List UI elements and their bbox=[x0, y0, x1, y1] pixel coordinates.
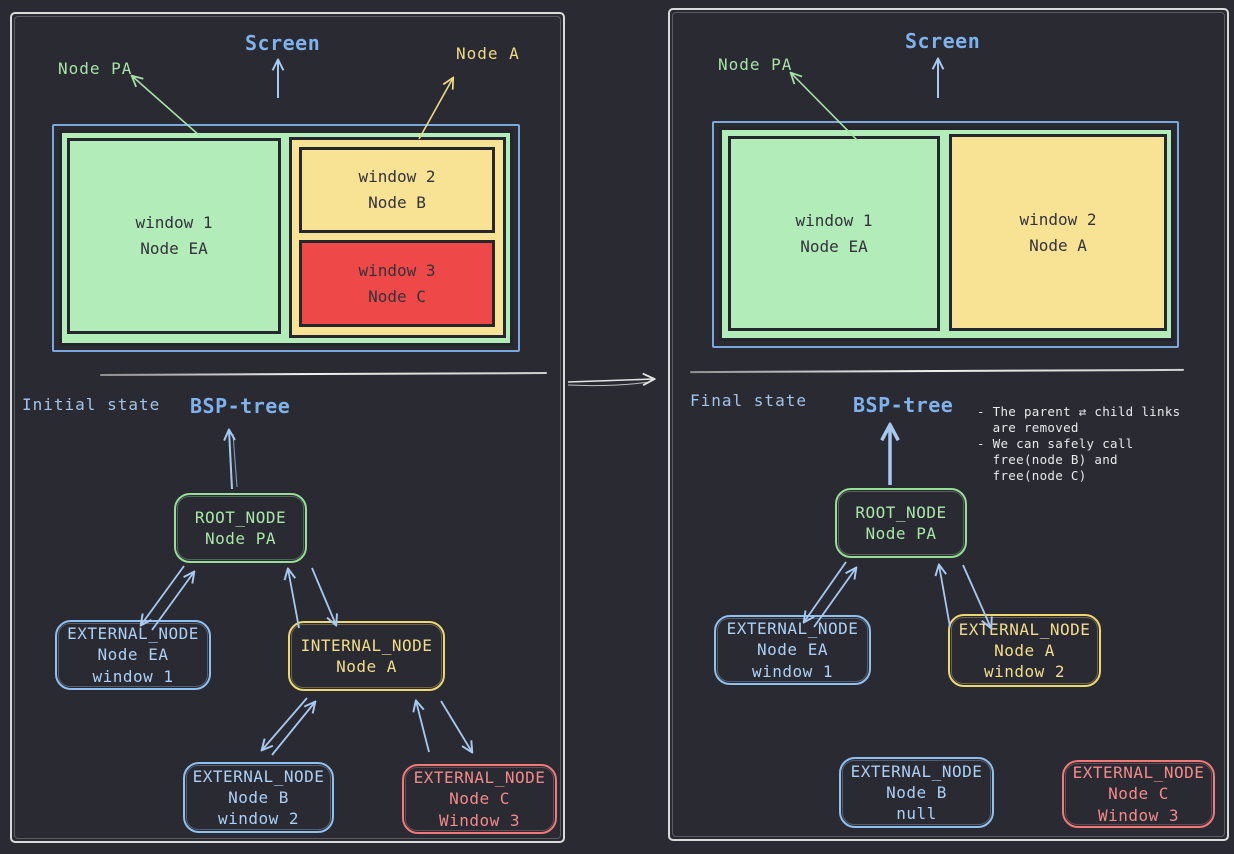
external-ea-right-type: EXTERNAL_NODE bbox=[726, 619, 859, 639]
external-b-detached-id: Node B bbox=[886, 782, 947, 802]
root-node-left: ROOT_NODE Node PA bbox=[174, 493, 307, 563]
external-c-detached-id: Node C bbox=[1108, 784, 1169, 804]
window-1-node: Node EA bbox=[140, 239, 208, 258]
transition-arrow-sketch bbox=[567, 381, 651, 387]
internal-a-id: Node A bbox=[336, 657, 397, 676]
root-node-right-id: Node PA bbox=[865, 524, 937, 543]
external-ea-left-id: Node EA bbox=[97, 645, 169, 665]
root-node-left-type: ROOT_NODE bbox=[194, 507, 287, 527]
external-node-ea-right: EXTERNAL_NODE Node EA window 1 bbox=[714, 615, 871, 685]
root-node-left-id: Node PA bbox=[205, 529, 276, 548]
window-3-title: window 3 bbox=[358, 260, 436, 280]
internal-a-type: INTERNAL_NODE bbox=[300, 635, 433, 655]
external-ea-left-window: window 1 bbox=[92, 666, 174, 686]
bsp-tree-title-right: BSP-tree bbox=[853, 393, 954, 417]
external-a-right-window: window 2 bbox=[983, 662, 1066, 682]
screen-rect-left bbox=[52, 124, 520, 352]
transition-arrow bbox=[567, 379, 654, 382]
internal-node-a-left: INTERNAL_NODE Node A bbox=[288, 621, 445, 691]
root-node-right-type: ROOT_NODE bbox=[855, 502, 947, 522]
window-2-title: window 2 bbox=[358, 167, 436, 187]
screen-title-right: Screen bbox=[905, 29, 981, 53]
external-node-a-right: EXTERNAL_NODE Node A window 2 bbox=[948, 614, 1101, 687]
window-3-node: Node C bbox=[368, 286, 426, 306]
external-node-c-detached: EXTERNAL_NODE Node C Window 3 bbox=[1062, 760, 1215, 828]
external-ea-left-type: EXTERNAL_NODE bbox=[67, 624, 199, 644]
external-b-left-window: window 2 bbox=[217, 809, 300, 829]
window-1-right-title: window 1 bbox=[795, 210, 873, 230]
window-2-left: window 2 Node B bbox=[299, 147, 495, 233]
final-state-label: Final state bbox=[690, 391, 807, 410]
window-3-left: window 3 Node C bbox=[299, 240, 495, 327]
window-1-title: window 1 bbox=[135, 213, 213, 233]
external-c-left-window: Window 3 bbox=[438, 810, 521, 830]
external-a-right-type: EXTERNAL_NODE bbox=[958, 619, 1091, 639]
initial-state-panel bbox=[10, 12, 565, 843]
window-2-right-title: window 2 bbox=[1019, 209, 1097, 229]
window-2-right-node: Node A bbox=[1029, 235, 1087, 255]
external-node-b-left: EXTERNAL_NODE Node B window 2 bbox=[183, 762, 334, 833]
window-2-node: Node B bbox=[368, 193, 426, 212]
external-b-detached-type: EXTERNAL_NODE bbox=[850, 761, 983, 781]
node-pa-label-right: Node PA bbox=[718, 55, 793, 74]
bsp-tree-title-left: BSP-tree bbox=[190, 394, 291, 418]
window-1-right: window 1 Node EA bbox=[728, 136, 940, 331]
external-c-left-type: EXTERNAL_NODE bbox=[413, 768, 546, 788]
external-c-detached-window: Window 3 bbox=[1097, 805, 1180, 825]
final-state-panel bbox=[668, 8, 1229, 841]
external-node-ea-left: EXTERNAL_NODE Node EA window 1 bbox=[55, 620, 211, 690]
external-c-detached-type: EXTERNAL_NODE bbox=[1072, 763, 1205, 783]
external-node-c-left: EXTERNAL_NODE Node C Window 3 bbox=[402, 764, 557, 834]
external-b-left-type: EXTERNAL_NODE bbox=[192, 766, 325, 786]
screen-rect-right bbox=[712, 121, 1179, 348]
initial-state-label: Initial state bbox=[22, 395, 161, 414]
removal-notes: - The parent ⇄ child links are removed -… bbox=[977, 404, 1181, 483]
external-b-detached-window: null bbox=[896, 804, 937, 824]
node-pa-label-left: Node PA bbox=[58, 59, 133, 78]
window-1-right-node: Node EA bbox=[800, 236, 868, 256]
window-2-right: window 2 Node A bbox=[949, 134, 1167, 331]
external-node-b-detached: EXTERNAL_NODE Node B null bbox=[839, 757, 994, 828]
external-a-right-id: Node A bbox=[994, 640, 1055, 660]
external-ea-right-window: window 1 bbox=[751, 661, 834, 681]
window-1-left: window 1 Node EA bbox=[67, 138, 281, 334]
external-ea-right-id: Node EA bbox=[757, 640, 828, 660]
screen-title-left: Screen bbox=[245, 31, 321, 55]
node-a-label-left: Node A bbox=[456, 44, 520, 63]
external-c-left-id: Node C bbox=[449, 789, 510, 809]
external-b-left-id: Node B bbox=[228, 787, 289, 807]
root-node-right: ROOT_NODE Node PA bbox=[835, 488, 967, 558]
